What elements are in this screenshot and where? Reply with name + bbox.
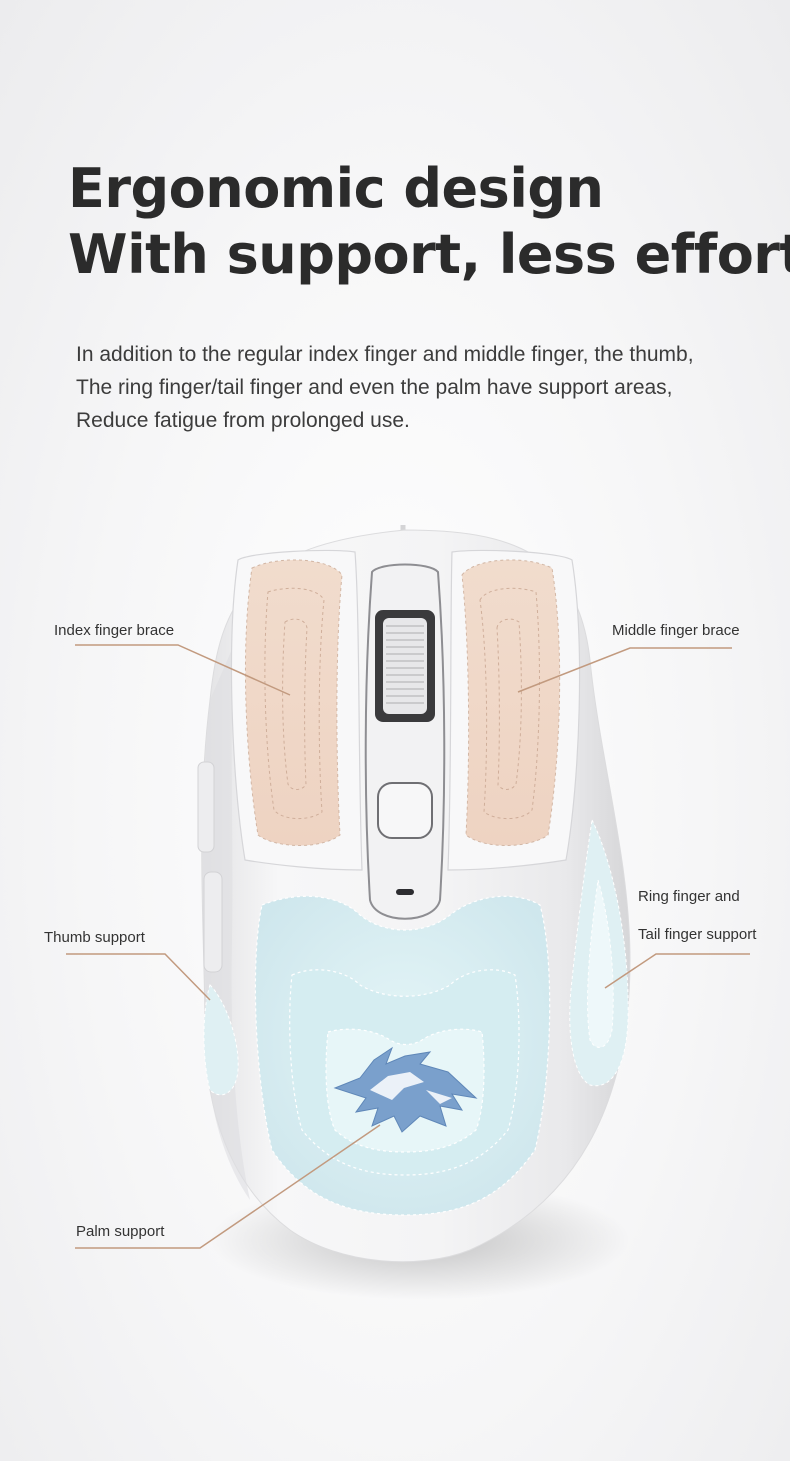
index-finger-leader	[75, 644, 291, 696]
palm-leader	[75, 1124, 381, 1249]
callout-palm: Palm support	[76, 1223, 165, 1240]
callout-ring-finger-line-1: Ring finger and	[638, 888, 740, 905]
callout-thumb: Thumb support	[44, 929, 145, 946]
leader-lines	[66, 644, 750, 1249]
scroll-wheel-ridges	[386, 625, 424, 704]
ring-finger-support-pad	[569, 818, 629, 1087]
wolf-logo-icon	[333, 1046, 478, 1133]
middle-finger-pad	[461, 559, 561, 846]
thumb-leader	[66, 953, 211, 1001]
side-button-forward	[197, 761, 215, 853]
callout-index-finger: Index finger brace	[54, 622, 175, 639]
callout-middle-finger: Middle finger brace	[612, 622, 740, 639]
palm-support-pad	[254, 895, 551, 1216]
description-line-2: The ring finger/tail finger and even the…	[76, 376, 673, 399]
thumb-support-pad	[203, 984, 239, 1096]
callout-ring-finger-line-2: Tail finger support	[638, 926, 757, 943]
indicator-light	[396, 889, 414, 895]
description-line-3: Reduce fatigue from prolonged use.	[76, 409, 410, 432]
heading-line-2: With support, less effort	[68, 223, 790, 286]
scroll-wheel	[383, 618, 427, 714]
side-button-back	[203, 871, 223, 973]
middle-finger-leader	[517, 647, 732, 693]
index-finger-pad	[244, 559, 343, 846]
description-line-1: In addition to the regular index finger …	[76, 343, 694, 366]
ring-finger-leader	[604, 953, 750, 989]
heading-line-1: Ergonomic design	[68, 157, 604, 220]
dpi-button	[377, 782, 433, 839]
